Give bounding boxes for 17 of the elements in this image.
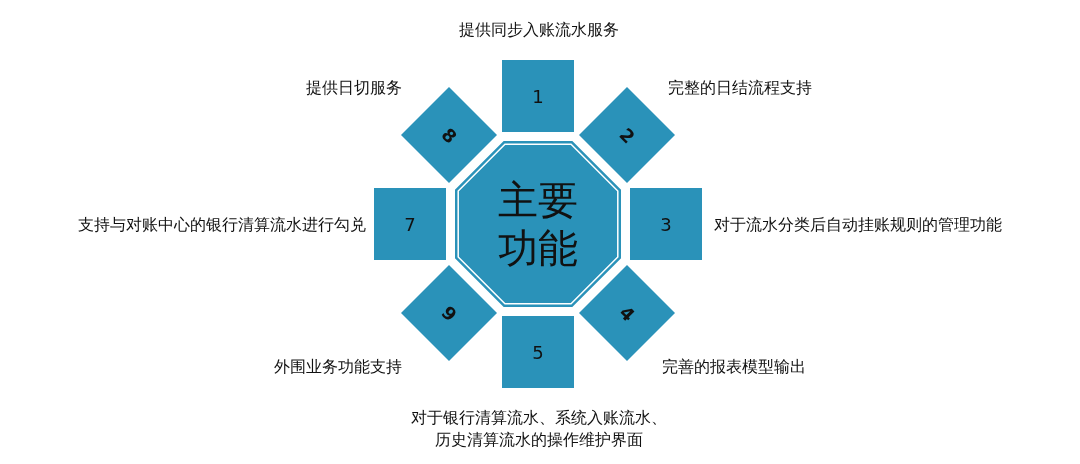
- feature-description: 外围业务功能支持: [274, 357, 402, 378]
- item-number: 7: [404, 213, 416, 235]
- feature-description: 提供同步入账流水服务: [459, 20, 619, 41]
- item-number: 3: [660, 213, 672, 235]
- feature-description: 支持与对账中心的银行清算流水进行勾兑: [78, 215, 366, 236]
- center-title: 主要功能: [497, 176, 579, 272]
- feature-description: 提供日切服务: [306, 78, 402, 99]
- item-number: 2: [615, 123, 639, 147]
- feature-description: 完善的报表模型输出: [662, 357, 806, 378]
- item-number: 4: [615, 301, 639, 325]
- item-number: 8: [437, 123, 461, 147]
- feature-description: 对于流水分类后自动挂账规则的管理功能: [714, 215, 1002, 236]
- item-number: 5: [532, 341, 544, 363]
- feature-description: 对于银行清算流水、系统入账流水、历史清算流水的操作维护界面: [410, 408, 668, 451]
- item-number: 9: [437, 301, 461, 325]
- feature-description: 完整的日结流程支持: [668, 78, 812, 99]
- item-number: 1: [532, 85, 544, 107]
